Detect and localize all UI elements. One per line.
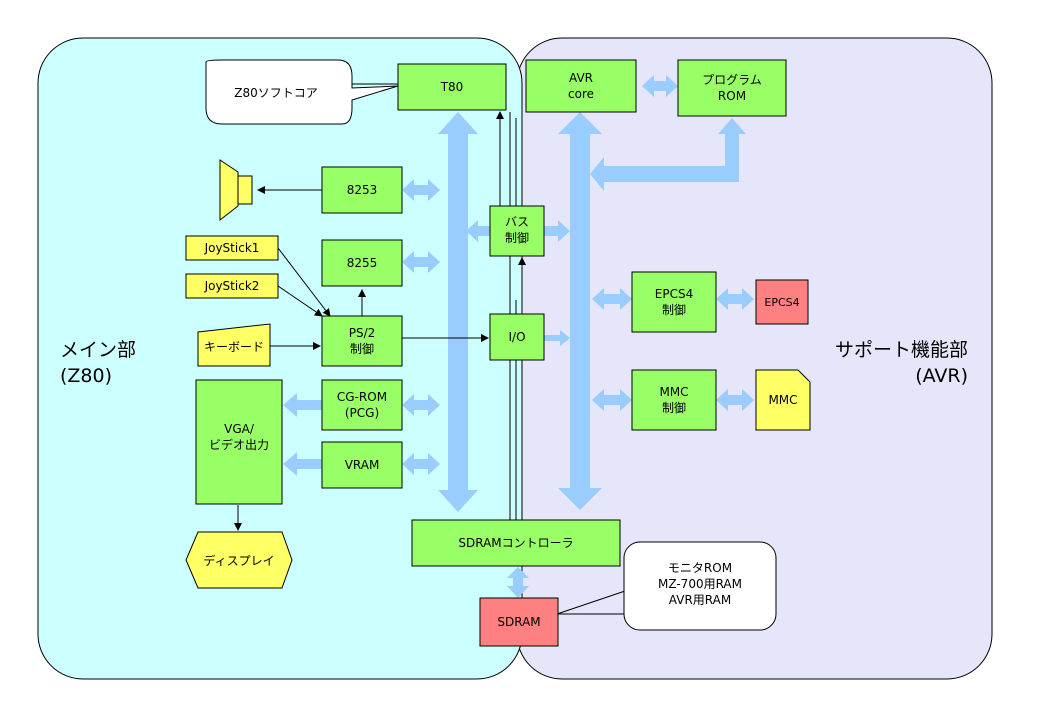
epcs4-label: EPCS4 bbox=[764, 296, 799, 309]
avrcore-progrom-arrow bbox=[642, 75, 678, 97]
block-labels: T80 AVR core プログラム ROM 8253 8255 バス 制御 I… bbox=[203, 71, 799, 629]
display-label: ディスプレイ bbox=[203, 553, 274, 568]
mmc-control-label-2: 制御 bbox=[662, 400, 686, 415]
vram-block bbox=[321, 441, 403, 489]
sdram-block bbox=[479, 597, 559, 647]
program-rom-label-2: ROM bbox=[718, 89, 746, 103]
red-blocks bbox=[479, 279, 809, 647]
progrom-bus-arrow bbox=[590, 118, 746, 191]
mmc-control-label-1: MMC bbox=[659, 385, 688, 399]
epcs4-block bbox=[755, 279, 809, 325]
vram-vga-arrow bbox=[283, 452, 322, 476]
mmcctl-mmc-arrow bbox=[716, 389, 754, 411]
b8255-block bbox=[321, 239, 403, 287]
epcs4ctl-bus-arrow bbox=[592, 288, 632, 310]
b8253-bus-arrow bbox=[402, 179, 440, 201]
t80-label: T80 bbox=[440, 80, 464, 94]
z80-callout-text: Z80ソフトコア bbox=[234, 86, 318, 100]
joystick2-to-ps2-line bbox=[277, 285, 323, 317]
avr-region-sublabel: (AVR) bbox=[915, 365, 968, 387]
vram-bus-arrow bbox=[402, 453, 440, 475]
memory-callout-line1: モニタROM bbox=[668, 561, 732, 575]
mmc-label: MMC bbox=[768, 393, 797, 407]
ps2-label-2: 制御 bbox=[350, 341, 374, 356]
b8253-label: 8253 bbox=[347, 183, 378, 197]
bus-control-label-2: 制御 bbox=[505, 230, 529, 245]
main-bus-arrow bbox=[438, 112, 478, 512]
b8253-block bbox=[321, 166, 403, 214]
busctrl-left-arrow bbox=[466, 220, 490, 242]
vga-block bbox=[195, 379, 283, 505]
busctrl-right-arrow bbox=[544, 220, 570, 242]
joystick2-label: JoyStick2 bbox=[204, 279, 260, 293]
io-right-arrow bbox=[544, 330, 570, 346]
bus-arrows bbox=[283, 75, 754, 598]
mmc-card-block bbox=[755, 369, 811, 431]
cgrom-bus-arrow bbox=[402, 394, 440, 416]
epcs4-control-label-2: 制御 bbox=[662, 302, 686, 317]
epcs4-control-block bbox=[631, 271, 717, 333]
avr-core-label-2: core bbox=[568, 87, 594, 101]
cgrom-label-1: CG-ROM bbox=[337, 390, 387, 404]
cgrom-label-2: (PCG) bbox=[345, 406, 379, 420]
program-rom-block bbox=[677, 59, 787, 117]
memory-callout: モニタROM MZ-700用RAM AVR用RAM bbox=[623, 541, 777, 631]
green-blocks bbox=[195, 59, 787, 567]
bus-control-label-1: バス bbox=[505, 215, 529, 229]
joystick1-to-ps2-line bbox=[277, 247, 331, 317]
z80-callout: Z80ソフトコア bbox=[205, 59, 399, 125]
ps2-label-1: PS/2 bbox=[349, 326, 376, 340]
joystick2-block bbox=[185, 273, 279, 299]
sdramctl-sdram-arrow bbox=[507, 567, 529, 598]
speaker-icon bbox=[219, 159, 253, 222]
vram-label: VRAM bbox=[345, 458, 380, 472]
program-rom-label-1: プログラム bbox=[702, 73, 762, 87]
vga-label-1: VGA/ bbox=[224, 422, 255, 436]
sdram-label: SDRAM bbox=[497, 615, 540, 629]
io-label: I/O bbox=[508, 330, 525, 344]
avr-core-block bbox=[525, 59, 637, 113]
t80-block bbox=[397, 63, 507, 111]
io-block bbox=[489, 313, 545, 361]
vga-label-2: ビデオ出力 bbox=[209, 437, 269, 452]
memory-callout-line3: AVR用RAM bbox=[669, 593, 731, 607]
b8255-bus-arrow bbox=[402, 251, 440, 273]
b8255-label: 8255 bbox=[347, 256, 378, 270]
joystick1-label: JoyStick1 bbox=[204, 241, 260, 255]
yellow-blocks bbox=[185, 159, 811, 589]
sdram-controller-block bbox=[411, 519, 621, 567]
bus-control-block bbox=[489, 205, 545, 257]
ps2-block bbox=[321, 315, 403, 367]
main-region-label: メイン部 bbox=[60, 339, 136, 361]
keyboard-block bbox=[197, 323, 271, 367]
cgrom-vga-arrow bbox=[283, 393, 322, 417]
avr-core-label-1: AVR bbox=[569, 71, 593, 85]
sdram-controller-label: SDRAMコントローラ bbox=[458, 536, 573, 550]
avr-bus-arrow bbox=[558, 112, 602, 510]
main-region-sublabel: (Z80) bbox=[60, 365, 112, 387]
joystick1-block bbox=[185, 235, 279, 261]
epcs4ctl-epcs4-arrow bbox=[716, 288, 754, 310]
mmc-control-block bbox=[631, 369, 717, 431]
avr-region-label: サポート機能部 bbox=[835, 339, 968, 361]
cgrom-block bbox=[321, 379, 403, 431]
epcs4-control-label-1: EPCS4 bbox=[655, 287, 693, 301]
display-block bbox=[185, 531, 293, 589]
mmcctl-bus-arrow bbox=[592, 389, 632, 411]
keyboard-label: キーボード bbox=[204, 340, 264, 354]
memory-callout-line bbox=[556, 589, 629, 615]
memory-callout-line2: MZ-700用RAM bbox=[658, 577, 742, 591]
